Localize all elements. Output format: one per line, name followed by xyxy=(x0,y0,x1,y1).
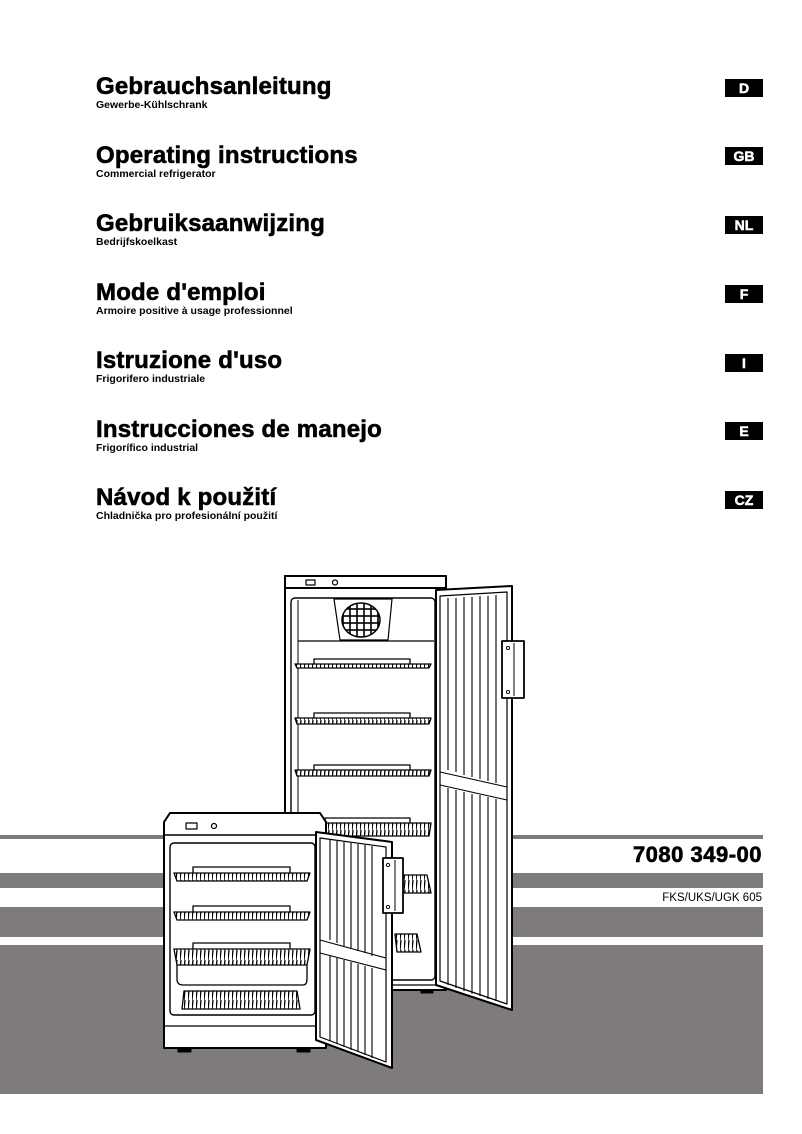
undercounter-refrigerator xyxy=(163,812,404,1069)
lang-badge-es: E xyxy=(725,422,763,440)
language-section-gb: Operating instructions Commercial refrig… xyxy=(96,142,696,180)
language-section-de: Gebrauchsanleitung Gewerbe-Kühlschrank xyxy=(96,73,696,111)
language-section-fr: Mode d'emploi Armoire positive à usage p… xyxy=(96,279,696,317)
lang-badge-nl: NL xyxy=(725,216,763,234)
language-section-es: Instrucciones de manejo Frigorífico indu… xyxy=(96,416,696,454)
language-section-cz: Návod k použití Chladnička pro profesion… xyxy=(96,484,696,522)
lang-badge-it: I xyxy=(725,354,763,372)
lang-badge-cz: CZ xyxy=(725,491,763,509)
title-cz: Návod k použití xyxy=(96,484,277,511)
subtitle-es: Frigorífico industrial xyxy=(96,442,199,454)
subtitle-cz: Chladnička pro profesionální použití xyxy=(96,510,278,522)
language-section-nl: Gebruiksaanwijzing Bedrijfskoelkast xyxy=(96,210,696,248)
title-de: Gebrauchsanleitung xyxy=(96,73,332,100)
subtitle-nl: Bedrijfskoelkast xyxy=(96,236,178,248)
title-it: Istruzione d'uso xyxy=(96,347,283,374)
lang-badge-gb: GB xyxy=(725,147,763,165)
lang-badge-fr: F xyxy=(725,285,763,303)
language-section-it: Istruzione d'uso Frigorifero industriale xyxy=(96,347,696,385)
subtitle-it: Frigorifero industriale xyxy=(96,373,206,385)
subtitle-de: Gewerbe-Kühlschrank xyxy=(96,99,208,111)
lang-badge-de: D xyxy=(725,79,763,97)
title-fr: Mode d'emploi xyxy=(96,279,266,306)
title-es: Instrucciones de manejo xyxy=(96,416,383,443)
title-gb: Operating instructions xyxy=(96,142,358,169)
subtitle-gb: Commercial refrigerator xyxy=(96,168,216,180)
model-designation: FKS/UKS/UGK 605 xyxy=(662,892,762,904)
title-nl: Gebruiksaanwijzing xyxy=(96,210,325,237)
subtitle-fr: Armoire positive à usage professionnel xyxy=(96,305,293,317)
document-number: 7080 349-00 xyxy=(632,842,762,868)
